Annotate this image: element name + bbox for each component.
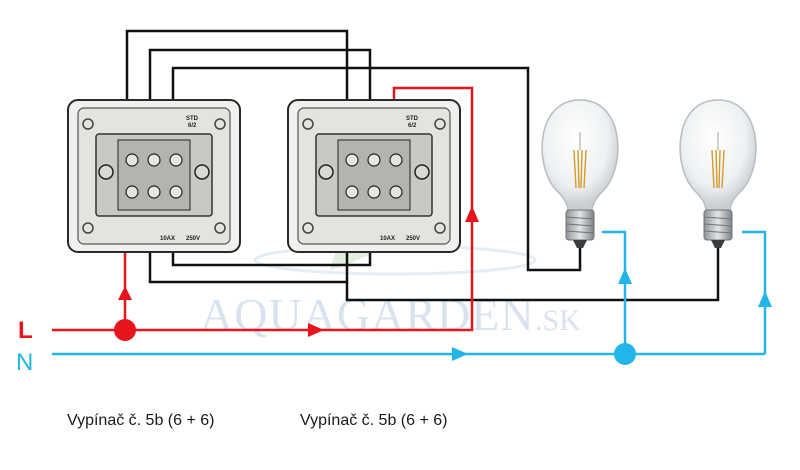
neutral-arrow-right	[452, 347, 468, 361]
line-arrow-right	[308, 323, 324, 337]
control-wire-1	[125, 29, 349, 150]
terminal-screw	[169, 185, 183, 199]
terminal-screw	[147, 185, 161, 199]
switch-std-label: STD	[186, 116, 199, 122]
terminal-screw	[147, 153, 161, 167]
switch-1: STD 6/2 10AX 250V	[67, 99, 241, 253]
neutral-wire-lamp-1	[602, 230, 627, 354]
switch-rating-current: 10AX	[380, 236, 395, 242]
lightbulb-icon	[679, 99, 757, 248]
terminal-screw	[367, 153, 381, 167]
terminal-screw	[414, 164, 430, 180]
terminal-screw	[345, 185, 359, 199]
switch-std-code: 6/2	[408, 123, 417, 129]
terminal-screw	[367, 185, 381, 199]
neutral-label: N	[16, 349, 33, 376]
terminal-screw	[125, 153, 139, 167]
switch-rating-voltage: 250V	[406, 236, 420, 242]
switch-2: STD 6/2 10AX 250V	[287, 99, 461, 253]
line-junction-dot	[114, 319, 136, 341]
terminal-screw	[318, 164, 334, 180]
line-arrows	[118, 206, 479, 337]
line-label: L	[18, 317, 33, 344]
neutral-wire-lamp-2	[742, 230, 767, 354]
control-wire-6	[345, 245, 720, 302]
switch-1-caption: Vypínač č. 5b (6 + 6)	[67, 412, 215, 429]
terminal-screw	[194, 164, 210, 180]
terminal-screw	[98, 164, 114, 180]
terminal-screw	[389, 185, 403, 199]
switch-2-caption: Vypínač č. 5b (6 + 6)	[300, 412, 448, 429]
watermark-suffix: .SK	[535, 304, 581, 337]
control-wire-3	[171, 66, 582, 272]
neutral-arrow-up-2	[758, 291, 772, 307]
neutral-arrow-up-1	[618, 268, 632, 284]
line-arrow-up-2	[465, 206, 479, 222]
lightbulb-icon	[541, 99, 619, 248]
switch-std-label: STD	[406, 116, 419, 122]
terminal-screw	[169, 153, 183, 167]
neutral-wires	[52, 230, 767, 356]
switch-rating-current: 10AX	[160, 236, 175, 242]
neutral-arrows	[452, 268, 772, 361]
terminal-screw	[345, 153, 359, 167]
terminal-screw	[125, 185, 139, 199]
watermark-text: AQUAGARDEN	[200, 289, 535, 340]
switch-rating-voltage: 250V	[186, 236, 200, 242]
line-arrow-up-1	[118, 286, 132, 300]
terminal-screw	[389, 153, 403, 167]
neutral-junction-dot	[614, 343, 636, 365]
switch-std-code: 6/2	[188, 123, 197, 129]
